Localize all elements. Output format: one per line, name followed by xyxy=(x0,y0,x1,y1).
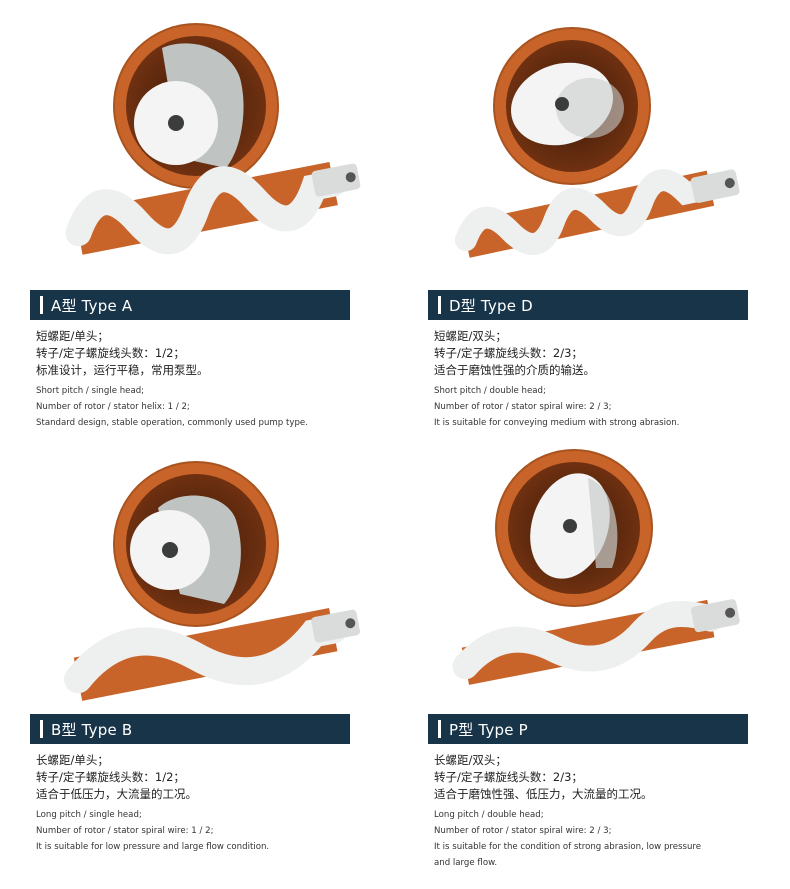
type-p-header: P型 Type P xyxy=(428,714,748,744)
type-d-header: D型 Type D xyxy=(428,290,748,320)
en-line: Number of rotor / stator spiral wire: 2 … xyxy=(434,402,612,412)
type-p-description: 长螺距/双头； 转子/定子螺旋线头数：2/3； 适合于磨蚀性强、低压力，大流量的… xyxy=(434,752,754,871)
type-b-title: B型 Type B xyxy=(51,720,133,739)
panel-type-b: B型 Type B 长螺距/单头； 转子/定子螺旋线头数：1/2； 适合于低压力… xyxy=(30,448,360,878)
en-line: Number of rotor / stator spiral wire: 2 … xyxy=(434,826,612,836)
type-p-title: P型 Type P xyxy=(449,720,528,739)
en-line: It is suitable for conveying medium with… xyxy=(434,418,680,428)
type-d-illustration xyxy=(454,27,740,258)
header-tick xyxy=(40,296,43,314)
zh-line: 转子/定子螺旋线头数：2/3； xyxy=(434,770,583,784)
panel-type-p: P型 Type P 长螺距/双头； 转子/定子螺旋线头数：2/3； 适合于磨蚀性… xyxy=(428,448,758,878)
header-tick xyxy=(40,720,43,738)
panel-type-d: D型 Type D 短螺距/双头； 转子/定子螺旋线头数：2/3； 适合于磨蚀性… xyxy=(428,18,758,438)
en-line: It is suitable for the condition of stro… xyxy=(434,842,702,852)
zh-line: 标准设计，运行平稳，常用泵型。 xyxy=(36,363,209,377)
zh-line: 适合于低压力，大流量的工况。 xyxy=(36,787,197,801)
type-a-description: 短螺距/单头； 转子/定子螺旋线头数：1/2； 标准设计，运行平稳，常用泵型。 … xyxy=(36,328,356,431)
zh-line: 长螺距/双头； xyxy=(434,753,507,767)
en-line: and large flow. xyxy=(434,858,498,868)
zh-line: 短螺距/双头； xyxy=(434,329,507,343)
type-d-description: 短螺距/双头； 转子/定子螺旋线头数：2/3； 适合于磨蚀性强的介质的输送。 S… xyxy=(434,328,754,431)
zh-line: 转子/定子螺旋线头数：1/2； xyxy=(36,770,185,784)
header-tick xyxy=(438,720,441,738)
en-line: Standard design, stable operation, commo… xyxy=(36,418,308,428)
en-line: Number of rotor / stator helix: 1 / 2; xyxy=(36,402,190,412)
en-line: Short pitch / double head; xyxy=(434,386,546,396)
type-b-illustration xyxy=(64,461,360,701)
header-tick xyxy=(438,296,441,314)
zh-line: 转子/定子螺旋线头数：2/3； xyxy=(434,346,583,360)
zh-line: 适合于磨蚀性强的介质的输送。 xyxy=(434,363,595,377)
en-line: Short pitch / single head; xyxy=(36,386,145,396)
zh-line: 适合于磨蚀性强、低压力，大流量的工况。 xyxy=(434,787,653,801)
type-b-header: B型 Type B xyxy=(30,714,350,744)
type-d-title: D型 Type D xyxy=(449,296,533,315)
zh-line: 长螺距/单头； xyxy=(36,753,109,767)
zh-line: 转子/定子螺旋线头数：1/2； xyxy=(36,346,185,360)
type-a-illustration xyxy=(65,23,361,255)
type-p-illustration xyxy=(452,449,740,685)
type-a-header: A型 Type A xyxy=(30,290,350,320)
type-a-title: A型 Type A xyxy=(51,296,133,315)
en-line: Long pitch / single head; xyxy=(36,810,142,820)
type-b-description: 长螺距/单头； 转子/定子螺旋线头数：1/2； 适合于低压力，大流量的工况。 L… xyxy=(36,752,356,855)
zh-line: 短螺距/单头； xyxy=(36,329,109,343)
en-line: Number of rotor / stator spiral wire: 1 … xyxy=(36,826,214,836)
en-line: It is suitable for low pressure and larg… xyxy=(36,842,270,852)
panel-type-a: A型 Type A 短螺距/单头； 转子/定子螺旋线头数：1/2； 标准设计，运… xyxy=(30,18,361,438)
en-line: Long pitch / double head; xyxy=(434,810,544,820)
